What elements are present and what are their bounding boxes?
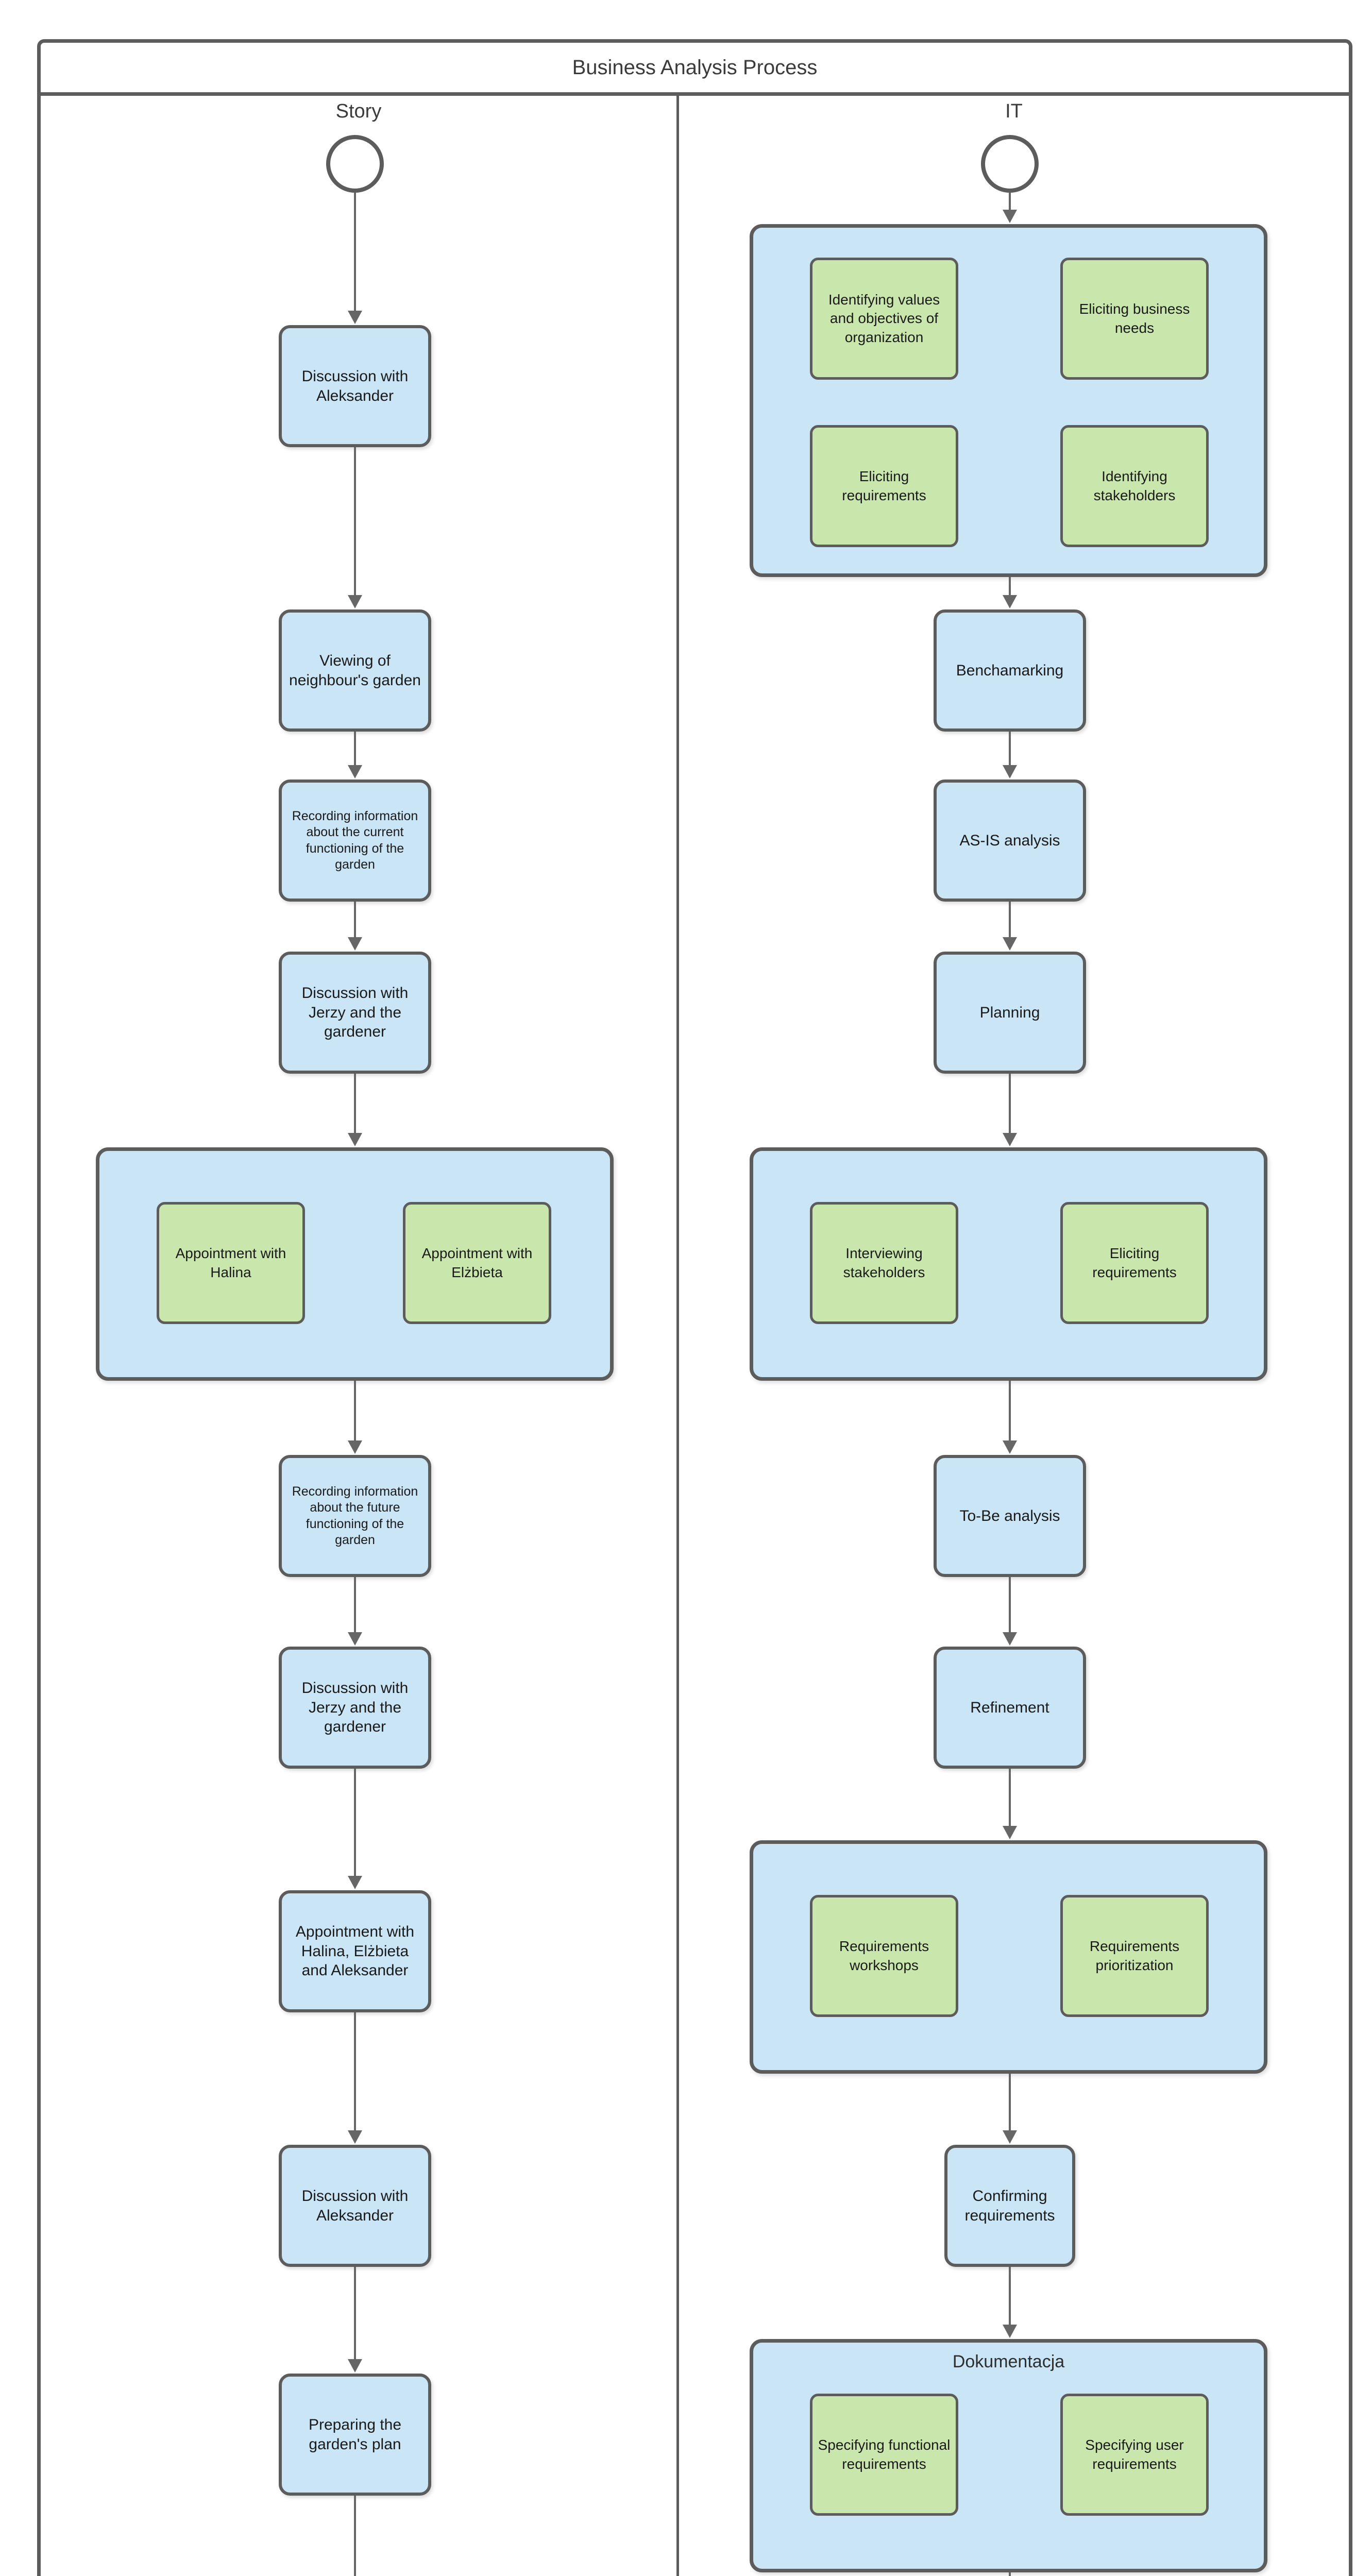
- flow-arrow: [1009, 902, 1011, 938]
- task-viewing-of-neighbours-garden[interactable]: Viewing of neighbour's garden: [279, 609, 431, 732]
- flow-arrow: [354, 1577, 356, 1633]
- pool-title: Business Analysis Process: [41, 43, 1349, 96]
- flow-arrow: [354, 2496, 356, 2576]
- task-label: Preparing the garden's plan: [308, 2416, 402, 2453]
- subtask-label: Specifying user requirements: [1085, 2437, 1184, 2472]
- task-discussion-with-aleksander[interactable]: Discussion with Aleksander: [279, 325, 431, 447]
- lane-label-story: Story: [335, 100, 382, 122]
- task-refinement[interactable]: Refinement: [934, 1647, 1086, 1769]
- task-label: Appointment with Halina, Elżbieta and Al…: [295, 1923, 415, 1979]
- flow-arrow: [1009, 2572, 1011, 2576]
- flow-arrow: [354, 1381, 356, 1442]
- flow-arrow: [354, 447, 356, 596]
- subtask-specifying-functional-requirements[interactable]: Specifying functional requirements: [810, 2394, 958, 2516]
- task-label: Discussion with Aleksander: [301, 2188, 409, 2224]
- flow-arrow: [1009, 2267, 1011, 2326]
- subtask-identifying-values-objectives[interactable]: Identifying values and objectives of org…: [810, 258, 958, 380]
- subtask-eliciting-requirements[interactable]: Eliciting requirements: [810, 425, 958, 547]
- start-event-story[interactable]: [326, 135, 384, 193]
- flow-arrow: [354, 732, 356, 766]
- task-recording-current-functioning[interactable]: Recording information about the current …: [279, 779, 431, 902]
- task-discussion-with-jerzy[interactable]: Discussion with Jerzy and the gardener: [279, 952, 431, 1074]
- task-appointment-halina-elzbieta-aleksander[interactable]: Appointment with Halina, Elżbieta and Al…: [279, 1890, 431, 2012]
- start-event-it[interactable]: [981, 135, 1039, 193]
- subtask-eliciting-requirements[interactable]: Eliciting requirements: [1060, 1202, 1209, 1324]
- task-label: Discussion with Jerzy and the gardener: [301, 985, 409, 1041]
- task-label: To-Be analysis: [959, 1507, 1060, 1524]
- flow-arrow: [1009, 1577, 1011, 1633]
- subtask-label: Requirements prioritization: [1089, 1938, 1180, 1973]
- flow-arrow: [354, 1769, 356, 1877]
- subtask-label: Interviewing stakeholders: [843, 1245, 925, 1280]
- task-benchamarking[interactable]: Benchamarking: [934, 609, 1086, 732]
- flow-arrow: [354, 2012, 356, 2131]
- subtask-appointment-with-elzbieta[interactable]: Appointment with Elżbieta: [403, 1202, 551, 1324]
- task-label: Benchamarking: [956, 662, 1064, 679]
- flow-arrow: [1009, 1769, 1011, 1827]
- flow-arrow: [354, 902, 356, 938]
- subtask-appointment-with-halina[interactable]: Appointment with Halina: [157, 1202, 305, 1324]
- subtask-label: Eliciting requirements: [842, 468, 926, 503]
- subtask-requirements-prioritization[interactable]: Requirements prioritization: [1060, 1895, 1209, 2017]
- subtask-label: Appointment with Elżbieta: [421, 1245, 533, 1280]
- flow-arrow: [354, 193, 356, 312]
- task-as-is-analysis[interactable]: AS-IS analysis: [934, 779, 1086, 902]
- task-discussion-with-jerzy[interactable]: Discussion with Jerzy and the gardener: [279, 1647, 431, 1769]
- flow-arrow: [354, 2267, 356, 2360]
- lane-label-it: IT: [1005, 100, 1023, 122]
- task-label: Planning: [979, 1004, 1040, 1021]
- subtask-requirements-workshops[interactable]: Requirements workshops: [810, 1895, 958, 2017]
- task-to-be-analysis[interactable]: To-Be analysis: [934, 1455, 1086, 1577]
- flow-arrow: [354, 1074, 356, 1134]
- task-preparing-gardens-plan[interactable]: Preparing the garden's plan: [279, 2374, 431, 2496]
- subtask-eliciting-business-needs[interactable]: Eliciting business needs: [1060, 258, 1209, 380]
- task-label: Refinement: [970, 1699, 1049, 1716]
- task-label: Viewing of neighbour's garden: [289, 652, 421, 689]
- subtask-identifying-stakeholders[interactable]: Identifying stakeholders: [1060, 425, 1209, 547]
- task-discussion-with-aleksander[interactable]: Discussion with Aleksander: [279, 2145, 431, 2267]
- subtask-label: Identifying values and objectives of org…: [828, 291, 940, 345]
- task-label: Discussion with Jerzy and the gardener: [301, 1680, 409, 1736]
- task-label: Discussion with Aleksander: [301, 368, 409, 404]
- flow-arrow: [1009, 577, 1011, 596]
- task-label: Recording information about the future f…: [292, 1484, 418, 1547]
- task-confirming-requirements[interactable]: Confirming requirements: [944, 2145, 1075, 2267]
- lane-divider: [676, 96, 679, 2576]
- subtask-label: Identifying stakeholders: [1093, 468, 1176, 503]
- subtask-interviewing-stakeholders[interactable]: Interviewing stakeholders: [810, 1202, 958, 1324]
- task-recording-future-functioning[interactable]: Recording information about the future f…: [279, 1455, 431, 1577]
- subtask-specifying-user-requirements[interactable]: Specifying user requirements: [1060, 2394, 1209, 2516]
- task-label: AS-IS analysis: [959, 832, 1060, 849]
- flow-arrow: [1009, 1074, 1011, 1134]
- subtask-label: Specifying functional requirements: [818, 2437, 951, 2472]
- flow-arrow: [1009, 2074, 1011, 2131]
- subprocess-label: Dokumentacja: [952, 2352, 1065, 2371]
- task-label: Confirming requirements: [964, 2188, 1055, 2224]
- task-planning[interactable]: Planning: [934, 952, 1086, 1074]
- subtask-label: Requirements workshops: [839, 1938, 929, 1973]
- subtask-label: Eliciting business needs: [1079, 301, 1190, 336]
- task-label: Recording information about the current …: [292, 809, 418, 872]
- flow-arrow: [1009, 193, 1011, 211]
- subtask-label: Eliciting requirements: [1092, 1245, 1177, 1280]
- flow-arrow: [1009, 1381, 1011, 1442]
- subtask-label: Appointment with Halina: [175, 1245, 286, 1280]
- flow-arrow: [1009, 732, 1011, 766]
